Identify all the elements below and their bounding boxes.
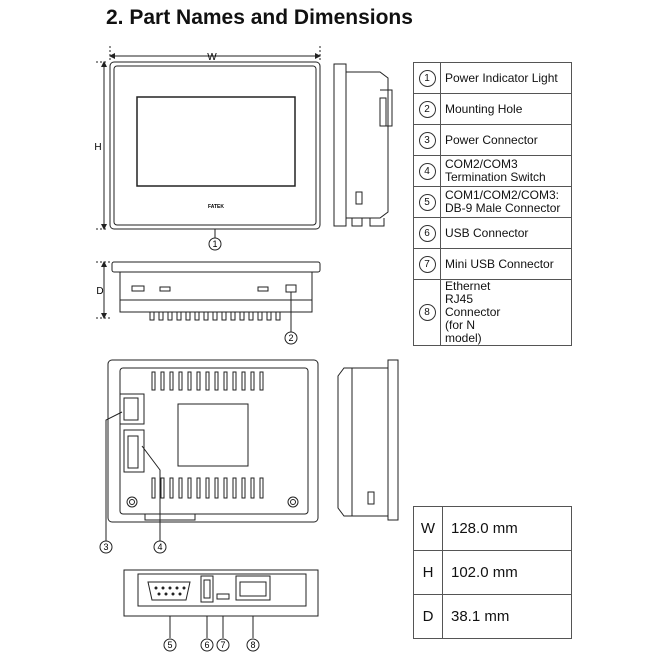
rj45-connector-shape: [235, 575, 271, 601]
bottom-view: [123, 569, 319, 617]
part-name: Mini USB Connector: [440, 248, 572, 280]
vent-slot: [178, 371, 183, 391]
part-number: 6: [418, 224, 436, 242]
dimension-value: 102.0 mm: [442, 550, 572, 595]
dimension-key: W: [413, 506, 443, 551]
vent-slot: [185, 311, 191, 321]
vent-slot: [223, 371, 228, 391]
vent-slot: [178, 477, 183, 499]
vent-slot: [187, 371, 192, 391]
w-label: W: [207, 52, 217, 63]
vent-slot: [232, 477, 237, 499]
vent-slot: [266, 311, 272, 321]
top-view: [111, 261, 321, 273]
vent-slot: [151, 371, 156, 391]
brand-logo-text: FATEK: [208, 204, 224, 210]
vent-slot: [151, 477, 156, 499]
vent-slot: [257, 311, 263, 321]
part-name: Power Indicator Light: [440, 62, 572, 94]
vent-slot: [212, 311, 218, 321]
part-name: COM2/COM3 Termination Switch: [440, 155, 572, 187]
vent-slot: [196, 477, 201, 499]
page-title: 2. Part Names and Dimensions: [106, 6, 413, 29]
part-number: 1: [418, 69, 436, 87]
vent-slot: [160, 371, 165, 391]
h-label: H: [94, 142, 101, 153]
vent-slot: [214, 477, 219, 499]
dimension-key: H: [413, 550, 443, 595]
vent-slot: [232, 371, 237, 391]
vent-slot: [158, 311, 164, 321]
vent-slot: [250, 477, 255, 499]
vent-slot: [203, 311, 209, 321]
vent-slot: [221, 311, 227, 321]
vent-slot: [196, 371, 201, 391]
part-name: Ethernet RJ45 Connector (for N model): [440, 279, 572, 346]
rear-view: [107, 359, 319, 523]
vent-slot: [275, 311, 281, 321]
vent-slot: [259, 371, 264, 391]
part-number: 4: [418, 162, 436, 180]
part-name: Mounting Hole: [440, 93, 572, 125]
vent-slot: [241, 371, 246, 391]
callout-7: 7: [220, 640, 225, 650]
callout-3: 3: [103, 542, 108, 552]
callout-6: 6: [204, 640, 209, 650]
vent-slot: [248, 311, 254, 321]
vent-slot: [230, 311, 236, 321]
vent-slot: [169, 477, 174, 499]
part-number: 3: [418, 131, 436, 149]
vent-slot: [187, 477, 192, 499]
part-number: 7: [418, 255, 436, 273]
d-label: D: [96, 286, 103, 297]
vent-slot: [169, 371, 174, 391]
part-name: USB Connector: [440, 217, 572, 249]
callout-1: 1: [212, 239, 217, 249]
part-name: Power Connector: [440, 124, 572, 156]
mini-usb-connector-shape: [216, 593, 230, 600]
vent-slot: [214, 371, 219, 391]
vent-slot: [176, 311, 182, 321]
vent-slot: [239, 311, 245, 321]
vent-slot: [149, 311, 155, 321]
db9-connector-shape: [147, 581, 191, 601]
callout-2: 2: [288, 333, 293, 343]
part-number: 2: [418, 100, 436, 118]
vent-slot: [205, 477, 210, 499]
part-number: 5: [418, 193, 436, 211]
dimension-value: 128.0 mm: [442, 506, 572, 551]
vent-slot: [167, 311, 173, 321]
front-view-screen: [136, 96, 296, 187]
callout-5: 5: [167, 640, 172, 650]
callout-8: 8: [250, 640, 255, 650]
callout-4: 4: [157, 542, 162, 552]
part-name: COM1/COM2/COM3: DB-9 Male Connector: [440, 186, 572, 218]
vent-slot: [241, 477, 246, 499]
vent-slot: [194, 311, 200, 321]
vent-slot: [223, 477, 228, 499]
part-number: 8: [418, 304, 436, 321]
usb-connector-shape: [200, 575, 214, 603]
vent-slot: [160, 477, 165, 499]
dimension-value: 38.1 mm: [442, 594, 572, 639]
vent-slot: [259, 477, 264, 499]
dimension-key: D: [413, 594, 443, 639]
vent-slot: [205, 371, 210, 391]
vent-slot: [250, 371, 255, 391]
